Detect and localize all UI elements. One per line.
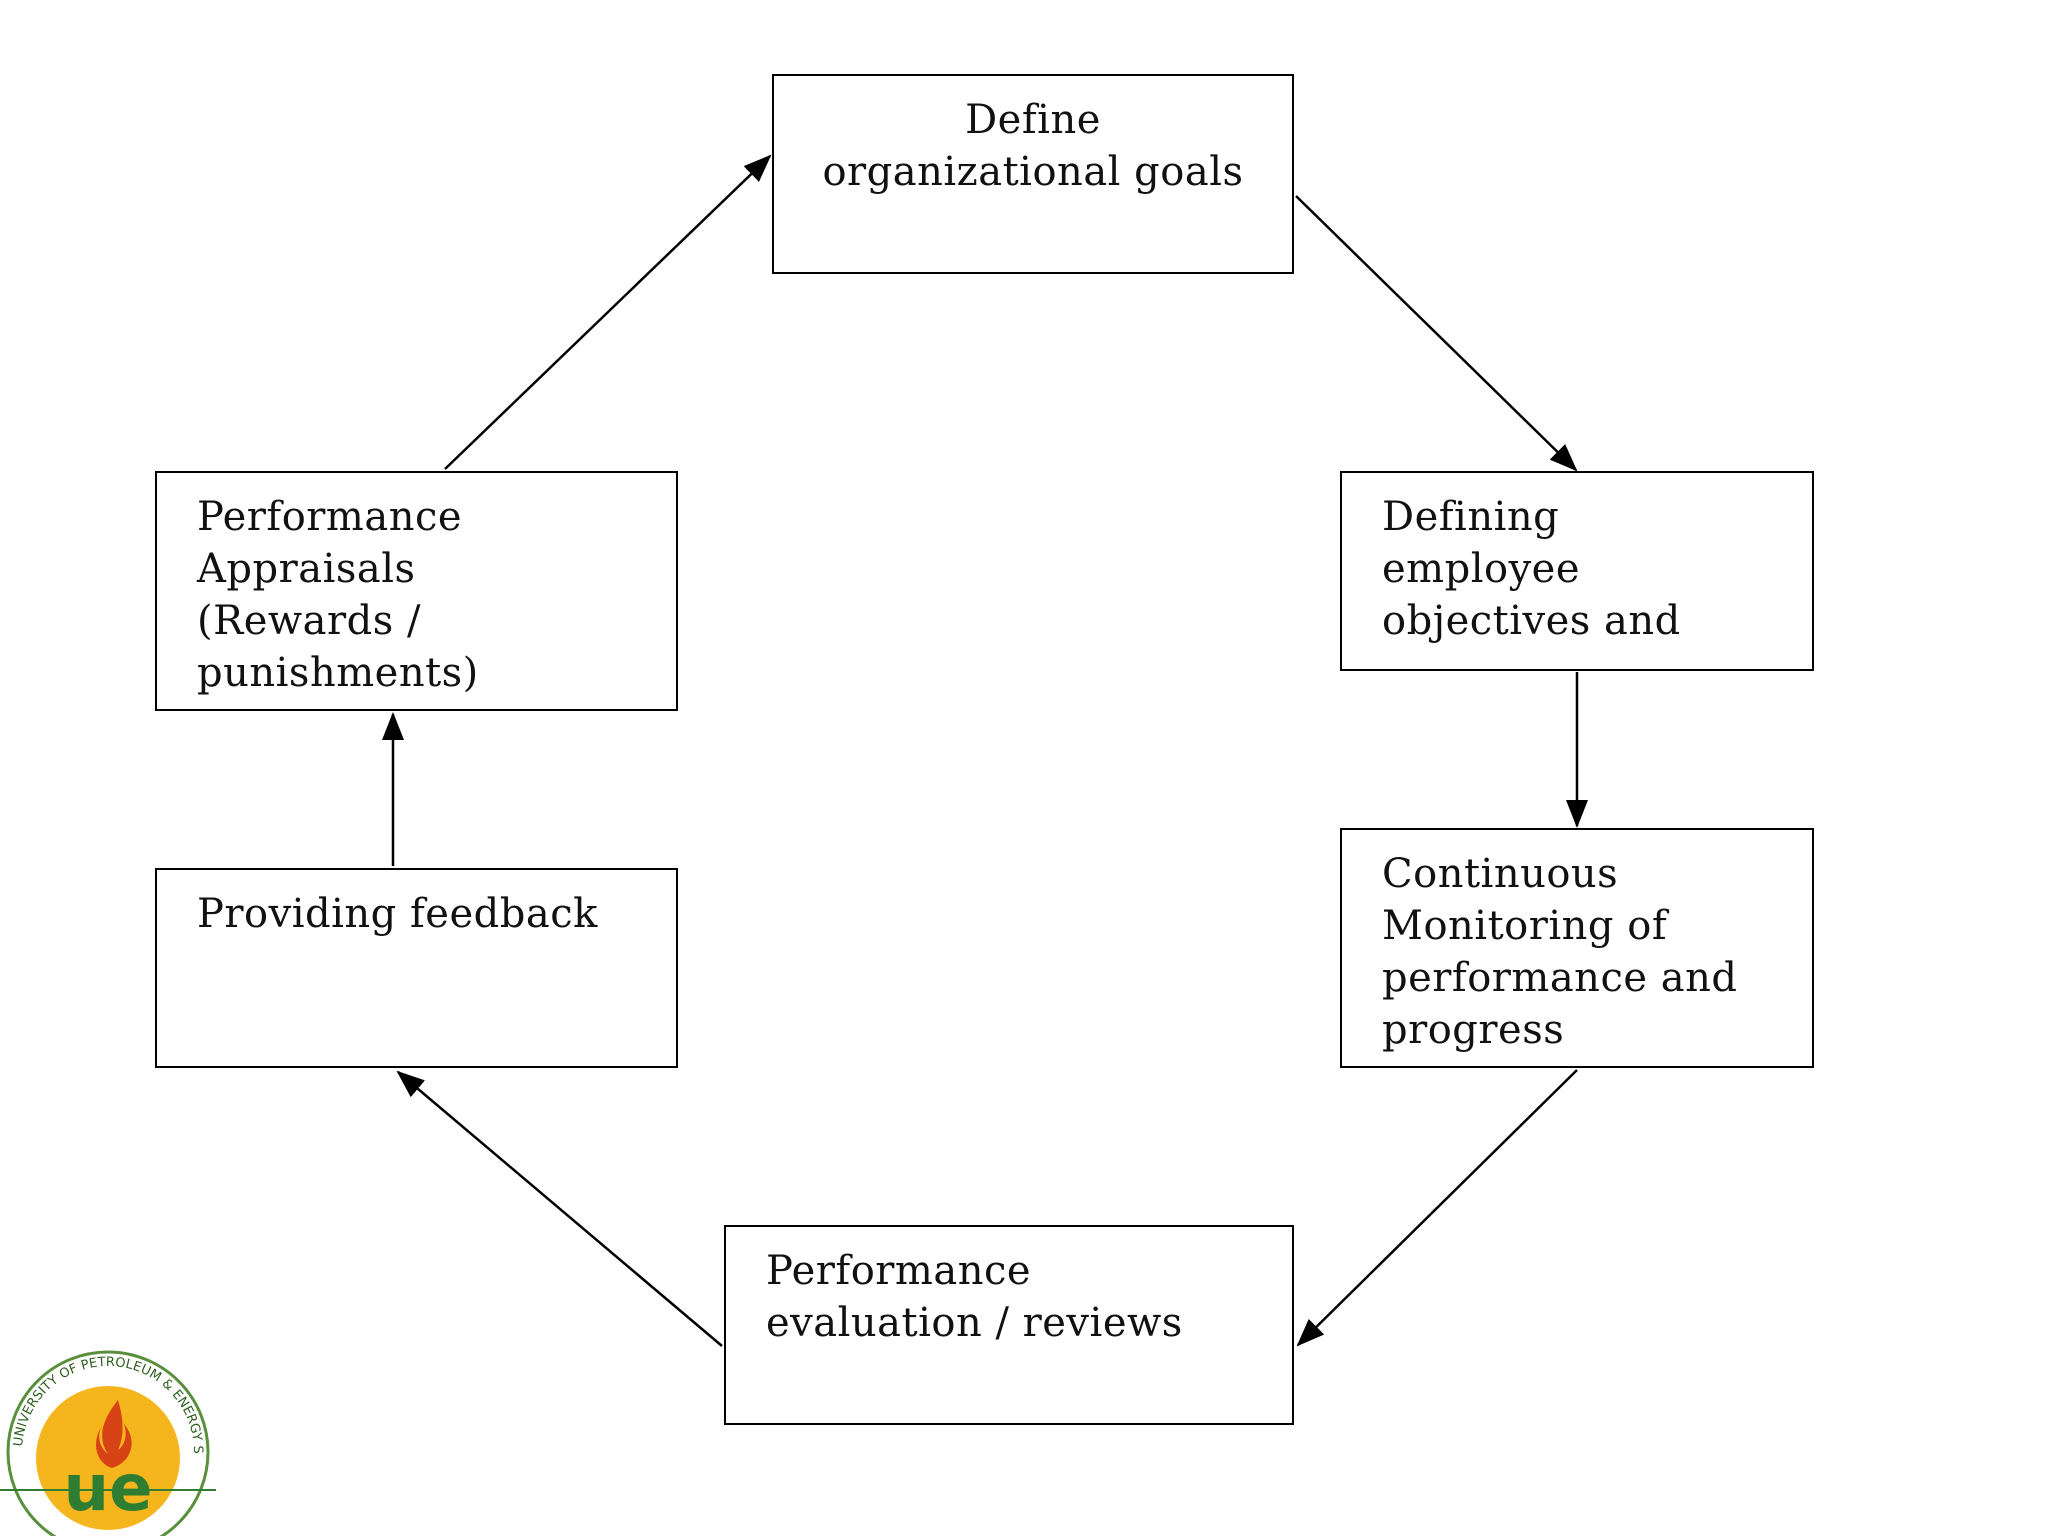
box-appraisals-line-3: (Rewards / — [197, 598, 421, 644]
box-monitoring-line-2: Monitoring of — [1382, 903, 1668, 949]
box-providing-feedback: Providing feedback — [155, 868, 678, 1068]
box-defining-line-1: Defining — [1382, 494, 1560, 540]
box-define-line-2: organizational goals — [822, 149, 1244, 195]
box-monitoring-line-4: progress — [1382, 1007, 1565, 1053]
box-appraisals-line-4: punishments) — [197, 650, 479, 696]
arrow-monitoring-to-evaluation — [1296, 1069, 1578, 1347]
box-appraisals-line-1: Performance — [197, 494, 463, 540]
flame-icon — [96, 1400, 132, 1468]
university-seal-icon: UNIVERSITY OF PETROLEUM & ENERGY STUDIES… — [0, 1340, 216, 1536]
arrow-appraisals-to-define — [444, 154, 772, 470]
box-evaluation-line-2: evaluation / reviews — [766, 1300, 1183, 1346]
box-performance-appraisals: Performance Appraisals (Rewards / punish… — [155, 471, 678, 711]
box-monitoring-line-3: performance and — [1382, 955, 1738, 1001]
box-defining-line-2: employee — [1382, 546, 1581, 592]
box-define-line-1: Define — [965, 97, 1101, 143]
box-appraisals-line-2: Appraisals — [197, 546, 416, 592]
box-monitoring-line-1: Continuous — [1382, 851, 1619, 897]
box-define-organizational-goals: Define organizational goals — [772, 74, 1294, 274]
box-performance-evaluation: Performance evaluation / reviews — [724, 1225, 1294, 1425]
box-defining-employee-objectives: Defining employee objectives and — [1340, 471, 1814, 671]
box-evaluation-line-1: Performance — [766, 1248, 1032, 1294]
arrow-define-to-defining — [1295, 195, 1578, 472]
arrow-evaluation-to-feedback — [396, 1070, 723, 1347]
box-defining-line-3: objectives and — [1382, 598, 1681, 644]
box-feedback-line-1: Providing feedback — [197, 891, 598, 937]
box-continuous-monitoring: Continuous Monitoring of performance and… — [1340, 828, 1814, 1068]
